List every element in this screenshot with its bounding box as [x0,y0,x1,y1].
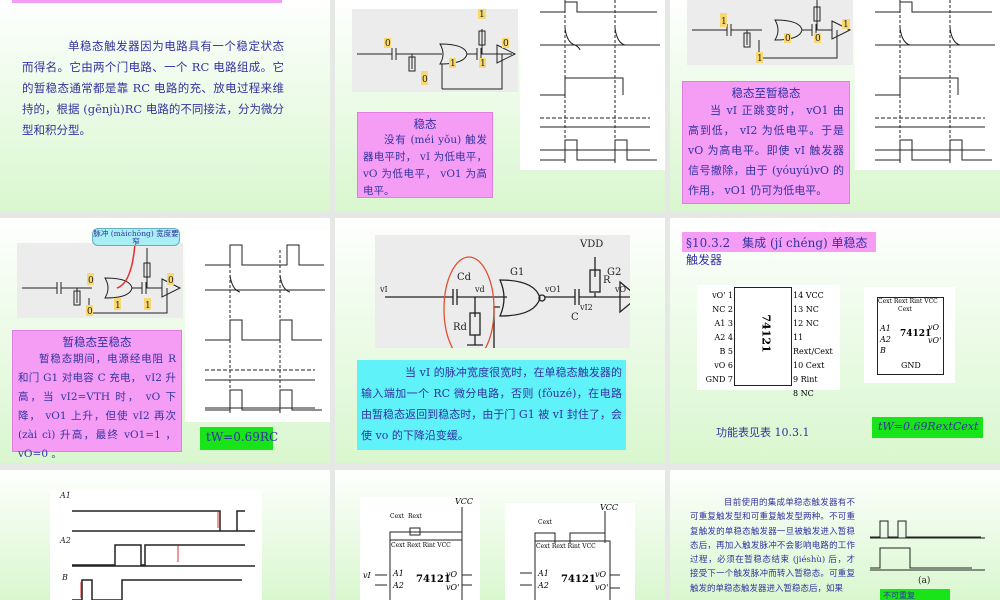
svg-text:VDD: VDD [579,239,603,250]
svg-text:0: 0 [503,39,509,49]
formula-box: tW=0.69RextCext [872,417,983,438]
state-box: 暂稳态至稳态 暂稳态期间，电源经电阻 R 和门 G1 对电容 C 充电， vI2… [12,330,182,460]
title-bar [12,0,282,3]
svg-text:0: 0 [785,34,791,44]
slide-2[interactable]: 0 1 1 0 0 1 稳态 没有 (méi yǒu) 触发器电平时， vI 为… [335,0,665,212]
circuit-right: Cext VCC Cext Rext Rint VCC A1 A2 74121 … [505,503,635,600]
svg-text:0: 0 [422,75,428,85]
circuit-diagram: 0 1 1 0 0 [17,243,183,318]
svg-text:0: 0 [88,276,94,286]
description-text: 目前使用的集成单稳态触发器有不可重复触发型和可重复触发型两种。不可重复触发的单稳… [690,498,855,594]
state-box: 稳态 没有 (méi yǒu) 触发器电平时， vI 为低电平， vO 为低电平… [357,112,493,198]
section-title: §10.3.2 集成 (jí chéng) 单稳态触发器 [682,232,876,267]
svg-text:A1: A1 [59,491,71,500]
box-text: 当 vI 正跳变时， vO1 由高到低， vI2 为低电平。于是 vO 为高电平… [688,104,844,197]
svg-text:1: 1 [115,301,121,311]
slide-1[interactable]: 单稳态触发器因为电路具有一个稳定状态而得名。它由两个门电路、一个 RC 电路组成… [0,0,330,212]
svg-text:0: 0 [815,34,821,44]
circuit-left: Cext Rext VCC Cext Rext Rint VCC A1 A2 7… [360,497,480,600]
slide-9[interactable]: 目前使用的集成单稳态触发器有不可重复触发型和可重复触发型两种。不可重复触发的单稳… [670,470,1000,600]
slide-4[interactable]: 0 1 1 0 0 脉冲 (màichōng) 宽度要窄 暂稳态至稳态 暂稳态期… [0,218,330,463]
waveform-diagram [520,0,665,170]
type-tag: 不可重复 (chóngfù) 触 [880,589,950,600]
slide-8[interactable]: Cext Rext VCC Cext Rext Rint VCC A1 A2 7… [335,470,665,600]
formula-box: tW=0.69RC [200,427,278,450]
timing-diagram: A1 A2 B [50,490,262,600]
svg-text:0: 0 [168,276,174,286]
svg-text:1: 1 [721,17,727,27]
svg-text:1: 1 [843,20,849,30]
slide-7[interactable]: A1 A2 B [0,470,330,600]
svg-text:R: R [603,275,611,286]
svg-text:C: C [571,312,579,323]
rc-differentiator-circuit: VDD Cd Rd G1 G2 R C vI vd vO1 vI2 vO [375,235,630,348]
circuit-diagram: 0 1 1 0 0 1 [352,9,518,92]
svg-text:vO: vO [614,285,627,294]
svg-text:A2: A2 [59,536,71,545]
state-box: 稳态至暂稳态 当 vI 正跳变时， vO1 由高到低， vI2 为低电平。于是 … [682,81,850,204]
waveform-diagram [185,230,330,422]
box-title: 暂稳态至稳态 [62,335,132,349]
box-text: 没有 (méi yǒu) 触发器电平时， vI 为低电平， vO 为低电平， v… [363,134,487,197]
svg-text:vI: vI [379,285,388,294]
waveform-diagram [855,0,1000,170]
callout: 脉冲 (màichōng) 宽度要窄 [92,228,180,246]
svg-text:vI2: vI2 [579,303,593,312]
label-c: 0 [385,39,391,49]
svg-text:1: 1 [450,59,456,69]
svg-text:1: 1 [757,54,763,64]
explanation-box: 当 vI 的脉冲宽度很宽时，在单稳态触发器的输入端加一个 RC 微分电路，否则 … [357,360,626,450]
slide-5[interactable]: VDD Cd Rd G1 G2 R C vI vd vO1 vI2 vO 当 v… [335,218,665,463]
caption: 功能表见表 10.3.1 [716,426,810,439]
svg-text:vd: vd [474,285,485,294]
svg-text:G1: G1 [510,267,524,278]
svg-text:Rd: Rd [453,322,468,333]
circuit-diagram: 1 0 0 1 1 [687,0,853,65]
svg-text:1: 1 [145,301,151,311]
box-text: 暂稳态期间，电源经电阻 R 和门 G1 对电容 C 充电， vI2 升高，当 v… [18,353,176,460]
svg-text:B: B [61,573,68,582]
waveform-diagram [870,520,985,571]
svg-text:0: 0 [87,307,93,317]
box-title: 稳态 [413,117,437,131]
box-title: 稳态至暂稳态 [731,86,801,100]
logic-symbol: Cext Rext Rint VCC Cext A1 A2 B 74121 vO… [864,287,955,383]
svg-text:1: 1 [480,59,486,69]
svg-text:Cd: Cd [457,272,472,283]
svg-text:1: 1 [479,10,485,20]
svg-text:vO1: vO1 [544,285,561,294]
slide-6[interactable]: §10.3.2 集成 (jí chéng) 单稳态触发器 74121 vO' 1… [670,218,1000,463]
intro-text: 单稳态触发器因为电路具有一个稳定状态而得名。它由两个门电路、一个 RC 电路组成… [22,39,284,137]
slide-3[interactable]: 1 0 0 1 1 稳态至暂稳态 当 vI 正跳变时， vO1 由高到低， vI… [670,0,1000,212]
svg-text:G2: G2 [607,267,621,278]
figure-label: (a) [918,576,931,586]
